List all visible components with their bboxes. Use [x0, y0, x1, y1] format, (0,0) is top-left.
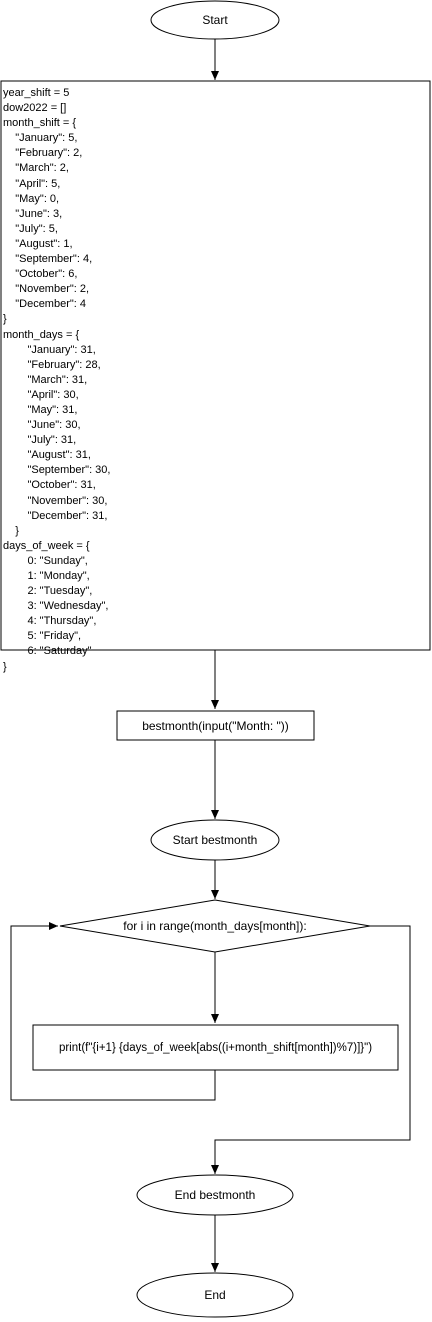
call-label: bestmonth(input("Month: ")): [142, 718, 289, 733]
code-line: 5: "Friday",: [3, 630, 82, 643]
code-line: 6: "Saturday": [3, 645, 92, 658]
code-line: "September": 30,: [3, 464, 111, 477]
code-line: 4: "Thursday",: [3, 615, 97, 628]
end-terminator: [136, 1272, 294, 1318]
code-line: "July": 31,: [3, 434, 77, 447]
code-line: "March": 2,: [3, 162, 69, 175]
code-line: "July": 5,: [3, 222, 58, 235]
code-line: "September": 4,: [3, 253, 93, 266]
code-line: "February": 28,: [3, 358, 101, 371]
code-line: 2: "Tuesday",: [3, 585, 93, 598]
print-label: print(f"{i+1} {days_of_week[abs((i+month…: [58, 1041, 373, 1054]
code-line: "February": 2,: [3, 147, 83, 160]
code-line: year_shift = 5: [3, 87, 70, 99]
print-process-box: [32, 1024, 399, 1071]
init-process-box: [0, 80, 431, 651]
code-line: "June": 3,: [3, 207, 63, 220]
func-start-label: Start bestmonth: [172, 833, 258, 847]
code-line: days_of_week = {: [3, 539, 90, 552]
code-line: "April": 30,: [3, 388, 79, 401]
code-line: "October": 6,: [3, 268, 78, 281]
code-line: "November": 30,: [3, 494, 108, 507]
code-line: "April": 5,: [3, 177, 61, 190]
code-line: "December": 31,: [3, 509, 108, 522]
code-line: "October": 31,: [3, 479, 96, 492]
loop-label: for i in range(month_days[month]):: [123, 919, 307, 933]
code-line: 1: "Monday",: [3, 570, 90, 582]
arrow-loop-exit: [211, 925, 411, 1174]
code-line: "May": 31,: [3, 403, 78, 416]
code-line: "June": 30,: [3, 419, 81, 432]
end-label: End: [204, 1288, 226, 1302]
start-label: Start: [202, 13, 228, 27]
code-line: dow2022 = []: [3, 102, 67, 115]
code-line: "December": 4: [3, 298, 87, 311]
code-line: "May": 0,: [3, 192, 60, 205]
init-code: year_shift = 5 dow2022 = [] month_shift = …: [3, 86, 428, 673]
code-line: "November": 2,: [3, 283, 90, 296]
code-line: 3: "Wednesday",: [3, 600, 109, 613]
code-line: }: [3, 313, 7, 326]
code-line: 0: "Sunday",: [3, 554, 88, 567]
code-line: "March": 31,: [3, 373, 88, 386]
func-end-label: End bestmonth: [174, 1188, 256, 1202]
code-line: month_days = {: [3, 328, 80, 341]
code-line: "January": 31,: [3, 343, 96, 356]
code-line: }: [3, 660, 7, 673]
code-line: "August": 31,: [3, 449, 91, 462]
code-line: "August": 1,: [3, 237, 73, 250]
code-line: month_shift = {: [3, 117, 77, 130]
arrow-loop-back: [10, 922, 216, 1101]
code-line: "January": 5,: [3, 132, 78, 145]
code-line: }: [3, 524, 19, 537]
